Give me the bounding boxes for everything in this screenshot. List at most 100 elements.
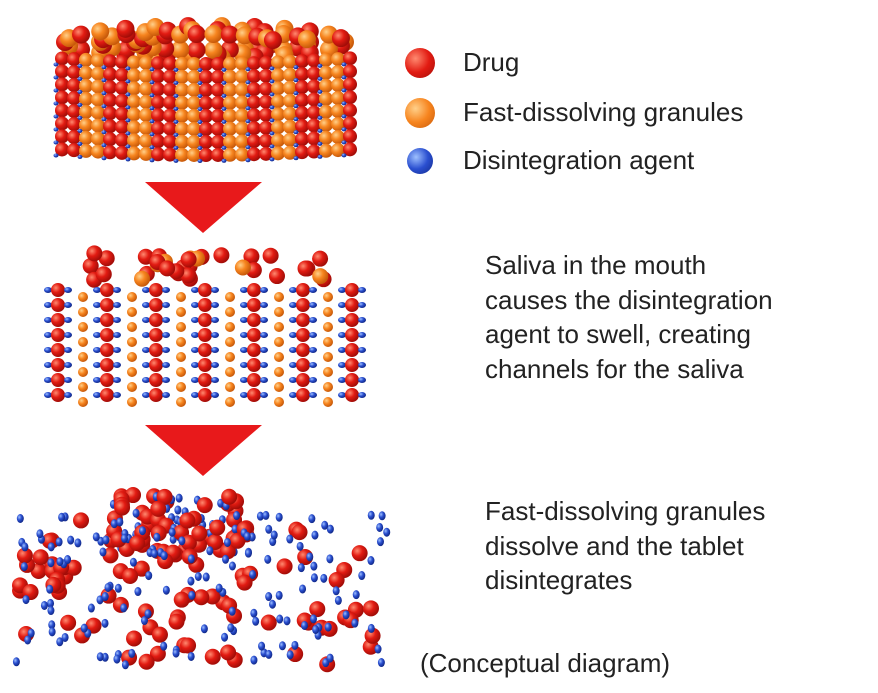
agent-particle [276,614,284,624]
agent-particle [187,554,195,564]
drug-particle [103,54,117,69]
drug-particle [259,55,273,70]
drug-particle [276,558,293,575]
drug-particle [296,313,310,327]
drug-particle [149,343,163,357]
granule-particle [225,352,235,362]
drug-particle [149,373,163,387]
granule-particle [78,292,88,302]
granule-particle [187,56,201,71]
granule-particle [283,93,297,108]
agent-particle [191,377,199,383]
granule-particle [235,134,249,149]
granule-particle [139,133,153,148]
agent-particle [310,561,318,571]
drug-particle [100,358,114,372]
agent-particle [260,362,268,368]
agent-particle [64,377,72,383]
drug-particle [196,497,213,514]
agent-particle [101,156,107,161]
drug-particle [149,298,163,312]
agent-particle [275,590,283,600]
granule-particle [79,52,93,67]
granule-particle [271,94,285,109]
granule-particle [78,397,88,407]
granule-particle [134,270,151,287]
agent-particle [101,143,107,148]
agent-particle [96,595,104,605]
drug-particle [151,82,165,97]
agent-particle [240,377,248,383]
granule-particle [223,134,237,149]
drug-particle [55,116,69,131]
granule-particle [323,397,333,407]
agent-particle [317,63,323,68]
granule-particle [204,40,223,59]
granule-particle [274,322,284,332]
granule-particle [127,382,137,392]
agent-particle [245,119,251,124]
drug-particle [259,120,273,135]
drug-particle [115,93,129,108]
drug-particle [259,133,273,148]
caption-line: dissolve and the tablet [485,530,744,561]
agent-particle [16,513,24,523]
agent-particle [173,119,179,124]
drug-particle [247,82,261,97]
drug-particle [102,547,119,564]
drug-particle [247,134,261,149]
agent-particle [245,145,251,150]
agent-particle [367,510,375,520]
drug-particle [16,547,33,564]
drug-particle [115,54,129,69]
drug-particle [100,373,114,387]
agent-particle [114,583,122,593]
agent-particle [175,493,183,503]
agent-particle [245,80,251,85]
agent-particle [53,101,59,106]
granule-particle [223,108,237,123]
agent-particle [174,505,182,515]
drug-particle [296,298,310,312]
agent-particle [286,534,294,544]
drug-particle [363,600,380,617]
agent-particle [378,511,386,521]
granule-particle [127,68,141,83]
granule-particle [127,55,141,70]
drug-particle [55,77,69,92]
agent-particle [260,392,268,398]
agent-particle [342,610,350,620]
drug-particle [95,266,112,283]
agent-particle [162,377,170,383]
granule-particle [331,78,345,93]
agent-particle [245,67,251,72]
granule-particle [79,78,93,93]
agent-particle [151,549,159,559]
agent-particle [324,622,332,632]
agent-particle [113,392,121,398]
granule-particle [235,82,249,97]
agent-particle [120,533,128,543]
agent-particle [260,287,268,293]
agent-particle [289,347,297,353]
agent-particle [144,609,152,619]
agent-particle [240,287,248,293]
agent-particle [321,520,329,530]
agent-particle [142,347,150,353]
agent-particle [367,623,375,633]
drug-particle [211,56,225,71]
drug-particle [204,648,221,665]
drug-particle [151,56,165,71]
drug-particle [180,637,197,654]
drug-particle [60,614,77,631]
agent-particle [291,640,299,650]
agent-particle [142,392,150,398]
agent-particle [270,530,278,540]
granule-particle [127,367,137,377]
granule-particle [271,120,285,135]
drug-particle [115,132,129,147]
granule-particle [274,397,284,407]
agent-particle [104,582,112,592]
agent-particle [197,132,203,137]
agent-particle [256,511,264,521]
